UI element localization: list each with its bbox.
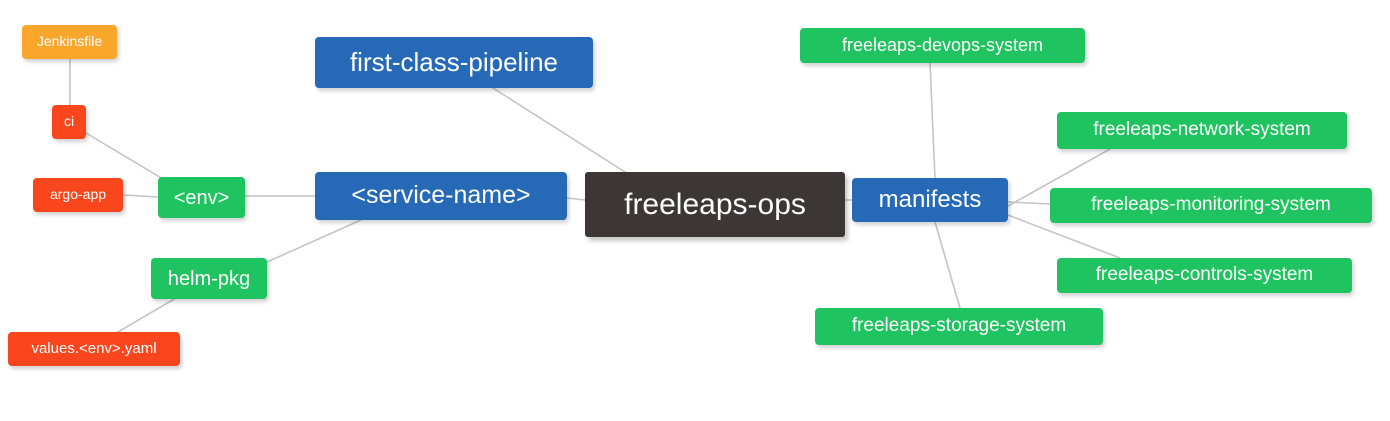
- node-label-storage-system: freeleaps-storage-system: [851, 315, 1067, 337]
- node-manifests[interactable]: manifests: [852, 178, 1008, 222]
- edge-e-manifests-storage: [934, 221, 961, 309]
- node-env[interactable]: <env>: [158, 177, 245, 218]
- node-freeleaps-ops[interactable]: freeleaps-ops: [585, 172, 845, 237]
- edge-e-helmpkg-service: [266, 219, 362, 263]
- edge-e-manifests-monitor: [1007, 201, 1051, 205]
- node-label-helm-pkg: helm-pkg: [167, 267, 251, 290]
- edge-e-service-ops: [566, 197, 586, 201]
- node-label-network-system: freeleaps-network-system: [1093, 119, 1311, 141]
- node-label-env: <env>: [173, 186, 230, 209]
- node-jenkinsfile[interactable]: Jenkinsfile: [22, 25, 117, 59]
- node-label-jenkinsfile: Jenkinsfile: [36, 33, 103, 50]
- edge-e-ci-env: [85, 132, 164, 180]
- node-label-monitoring-system: freeleaps-monitoring-system: [1091, 194, 1331, 216]
- edge-e-argoapp-env: [122, 194, 159, 198]
- node-network-system[interactable]: freeleaps-network-system: [1057, 112, 1347, 149]
- node-label-controls-system: freeleaps-controls-system: [1095, 264, 1314, 286]
- node-service-name[interactable]: <service-name>: [315, 172, 567, 220]
- node-helm-pkg[interactable]: helm-pkg: [151, 258, 267, 299]
- node-label-manifests: manifests: [878, 185, 982, 213]
- node-label-values-yaml: values.<env>.yaml: [31, 339, 157, 357]
- node-values-yaml[interactable]: values.<env>.yaml: [8, 332, 180, 366]
- node-label-ci: ci: [63, 113, 75, 130]
- node-label-freeleaps-ops: freeleaps-ops: [624, 188, 806, 221]
- edge-e-pipeline-ops: [492, 87, 626, 173]
- node-first-class-pipeline[interactable]: first-class-pipeline: [315, 37, 593, 88]
- node-ci[interactable]: ci: [52, 105, 86, 139]
- node-label-first-class-pipeline: first-class-pipeline: [349, 47, 559, 78]
- node-storage-system[interactable]: freeleaps-storage-system: [815, 308, 1103, 345]
- node-monitoring-system[interactable]: freeleaps-monitoring-system: [1050, 188, 1372, 223]
- node-label-devops-system: freeleaps-devops-system: [841, 34, 1044, 55]
- node-argo-app[interactable]: argo-app: [33, 178, 123, 212]
- edge-e-values-helmpkg: [117, 297, 177, 333]
- node-label-service-name: <service-name>: [351, 181, 531, 210]
- edge-e-manifests-devops: [929, 62, 936, 179]
- node-label-argo-app: argo-app: [49, 186, 107, 203]
- node-controls-system[interactable]: freeleaps-controls-system: [1057, 258, 1352, 293]
- node-devops-system[interactable]: freeleaps-devops-system: [800, 28, 1085, 63]
